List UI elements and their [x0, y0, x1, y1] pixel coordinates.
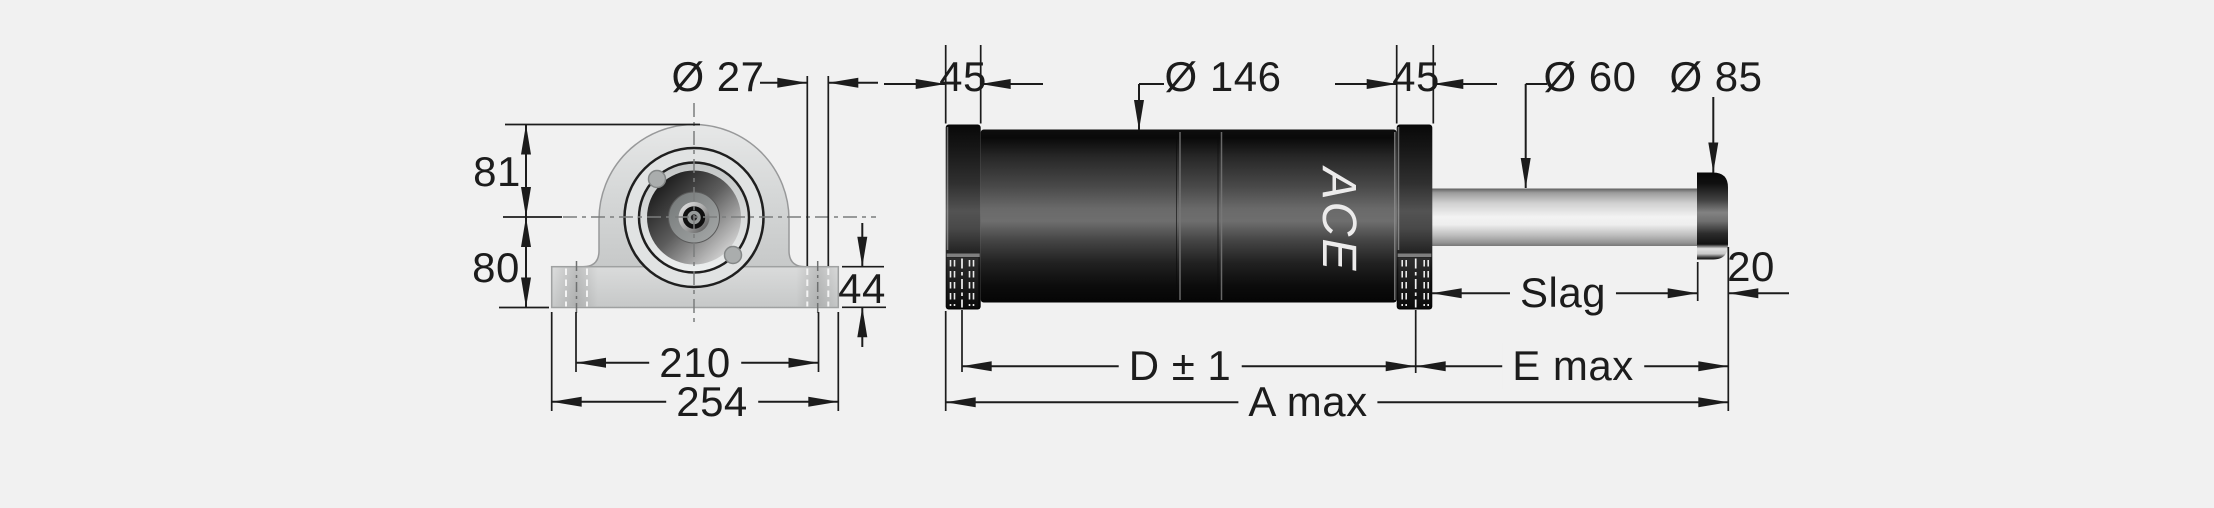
dim-label-rod-diameter: Ø 60: [1543, 53, 1637, 100]
dim-label-clamp-width-right: 45: [1392, 53, 1440, 100]
stub-separator-right: [1397, 253, 1432, 257]
thread-stub-left: [946, 257, 979, 308]
dim-label-height-upper: 81: [473, 148, 521, 195]
dim-label-overall-length: A max: [1238, 379, 1378, 425]
dim-label-cap-width: 20: [1727, 243, 1775, 290]
rod-end-cap: [1697, 172, 1728, 260]
damper-dimensions: [884, 45, 1789, 411]
piston-rod: [1431, 188, 1699, 246]
damper-side-view: [945, 124, 1728, 310]
bracket-front-view: [550, 103, 876, 326]
bracket-dimensions: [499, 76, 886, 411]
dim-label-height-lower: 80: [472, 244, 520, 291]
damper-body: [980, 129, 1397, 303]
dim-label-body-diameter: Ø 146: [1164, 53, 1282, 100]
dim-label-body-length: D ± 1: [1118, 343, 1242, 389]
bearing-bolt-hole-upper: [647, 169, 667, 189]
brand-marking: ACE: [1312, 167, 1365, 273]
dim-label-stroke: Slag: [1509, 270, 1617, 316]
dim-label-hole-pitch: 210: [649, 340, 741, 386]
dim-label-rod-extension: E max: [1502, 343, 1644, 389]
dim-label-clamp-width-left: 45: [939, 53, 987, 100]
dim-label-base-width: 254: [666, 379, 758, 425]
dim-label-cap-diameter: Ø 85: [1669, 53, 1763, 100]
dim-label-hole-diameter: Ø 27: [671, 53, 765, 100]
bearing-bolt-hole-lower: [723, 245, 743, 265]
thread-stub-right: [1398, 257, 1431, 308]
dim-label-base-thickness: 44: [838, 265, 886, 312]
stub-separator-left: [946, 253, 980, 257]
